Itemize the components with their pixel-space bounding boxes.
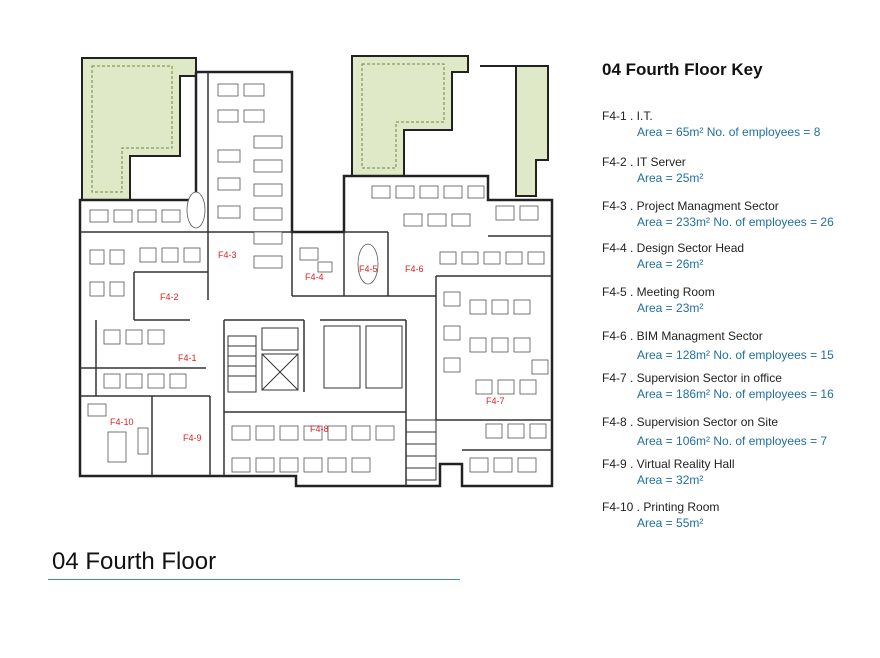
key-item-name: F4-2 . IT Server bbox=[602, 155, 686, 169]
room-label-f4-4: F4-4 bbox=[305, 272, 324, 282]
key-item-name: F4-4 . Design Sector Head bbox=[602, 241, 745, 255]
key-title: 04 Fourth Floor Key bbox=[602, 60, 763, 79]
room-label-f4-9: F4-9 bbox=[183, 433, 202, 443]
garden-north bbox=[351, 55, 469, 177]
key-item-f4-3: F4-3 . Project Managment Sector Area = 2… bbox=[602, 198, 872, 230]
key-item-detail: Area = 65m² No. of employees = 8 bbox=[637, 125, 821, 139]
key-item-f4-1: F4-1 . I.T. Area = 65m² No. of employees… bbox=[602, 108, 872, 140]
restroom-east bbox=[365, 325, 403, 389]
key-item-f4-8: F4-8 . Supervision Sector on Site Area =… bbox=[602, 414, 872, 449]
key-item-name: F4-7 . Supervision Sector in office bbox=[602, 371, 782, 385]
garden-northeast bbox=[480, 65, 549, 197]
room-label-f4-1: F4-1 bbox=[178, 353, 197, 363]
key-item-f4-2: F4-2 . IT Server Area = 25m² bbox=[602, 154, 872, 186]
room-label-f4-2: F4-2 bbox=[160, 292, 179, 302]
key-item-f4-6: F4-6 . BIM Managment Sector Area = 128m²… bbox=[602, 328, 872, 363]
key-item-detail: Area = 128m² No. of employees = 15 bbox=[637, 348, 834, 362]
key-item-name: F4-8 . Supervision Sector on Site bbox=[602, 415, 779, 429]
elevator-shaft bbox=[261, 353, 299, 391]
key-item-detail: Area = 55m² bbox=[637, 516, 704, 530]
key-item-f4-5: F4-5 . Meeting Room Area = 23m² bbox=[602, 284, 872, 316]
elevator-lobby bbox=[261, 327, 299, 351]
stair-east bbox=[405, 419, 437, 481]
key-item-f4-4: F4-4 . Design Sector Head Area = 26m² bbox=[602, 240, 872, 272]
key-item-name: F4-5 . Meeting Room bbox=[602, 285, 715, 299]
stair-west bbox=[227, 335, 257, 393]
key-item-detail: Area = 186m² No. of employees = 16 bbox=[637, 387, 834, 401]
room-label-f4-5: F4-5 bbox=[359, 264, 378, 274]
key-item-detail: Area = 32m² bbox=[637, 473, 704, 487]
core bbox=[227, 325, 437, 481]
key-item-detail: Area = 26m² bbox=[637, 257, 704, 271]
room-labels: F4-1 F4-2 F4-3 F4-4 F4-5 F4-6 F4-7 F4-8 … bbox=[110, 250, 505, 443]
interior-walls bbox=[80, 72, 552, 486]
floor-title: 04 Fourth Floor bbox=[52, 548, 217, 575]
room-label-f4-10: F4-10 bbox=[110, 417, 134, 427]
key-item-f4-7: F4-7 . Supervision Sector in office Area… bbox=[602, 370, 872, 402]
key-item-detail: Area = 106m² No. of employees = 7 bbox=[637, 434, 828, 448]
key-item-f4-10: F4-10 . Printing Room Area = 55m² bbox=[602, 499, 872, 531]
furniture bbox=[87, 83, 549, 473]
key-item-name: F4-6 . BIM Managment Sector bbox=[602, 329, 763, 343]
garden-northwest bbox=[81, 57, 197, 201]
room-label-f4-6: F4-6 bbox=[405, 264, 424, 274]
key-item-name: F4-3 . Project Managment Sector bbox=[602, 199, 779, 213]
room-label-f4-8: F4-8 bbox=[310, 424, 329, 434]
room-label-f4-3: F4-3 bbox=[218, 250, 237, 260]
floor-plan: F4-1 F4-2 F4-3 F4-4 F4-5 F4-6 F4-7 F4-8 … bbox=[78, 55, 554, 488]
key-item-detail: Area = 23m² bbox=[637, 301, 704, 315]
key-item-detail: Area = 233m² No. of employees = 26 bbox=[637, 215, 834, 229]
title-underline bbox=[48, 579, 460, 580]
garden-north-edge bbox=[361, 63, 445, 169]
key-item-name: F4-1 . I.T. bbox=[602, 109, 653, 123]
key-item-name: F4-10 . Printing Room bbox=[602, 500, 720, 514]
key-item-detail: Area = 25m² bbox=[637, 171, 704, 185]
key-item-f4-9: F4-9 . Virtual Reality Hall Area = 32m² bbox=[602, 456, 872, 488]
garden-northwest-edge bbox=[91, 65, 173, 193]
gardens bbox=[81, 55, 549, 201]
room-label-f4-7: F4-7 bbox=[486, 396, 505, 406]
restroom-west bbox=[323, 325, 361, 389]
key-item-name: F4-9 . Virtual Reality Hall bbox=[602, 457, 735, 471]
